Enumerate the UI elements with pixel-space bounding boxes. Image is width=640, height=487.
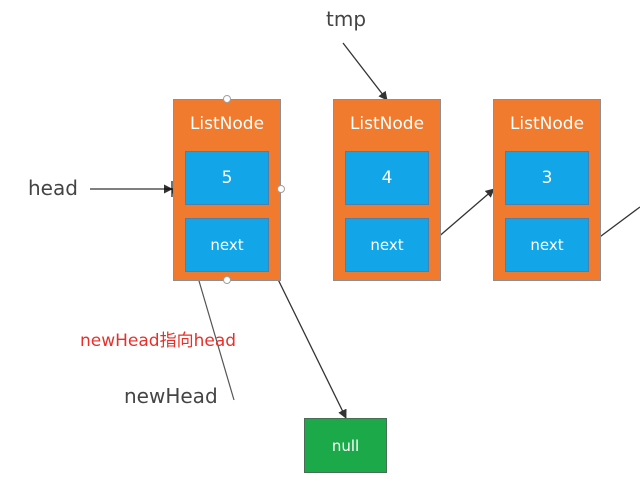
newhead-label: newHead: [124, 384, 218, 408]
list-node-5[interactable]: ListNode 5 next: [173, 99, 281, 281]
node-title: ListNode: [509, 114, 585, 134]
node-value: 3: [505, 151, 589, 205]
newhead-note: newHead指向head: [80, 331, 237, 351]
tmp-pointer-arrow: [342, 42, 388, 101]
node-value: 5: [185, 151, 269, 205]
resize-handle-right[interactable]: [277, 185, 285, 193]
resize-handle-top[interactable]: [223, 95, 231, 103]
node-title: ListNode: [189, 114, 265, 134]
node-next-field: next: [345, 218, 429, 272]
resize-handle-bottom[interactable]: [223, 276, 231, 284]
node-next-field: next: [185, 218, 269, 272]
node-value: 4: [345, 151, 429, 205]
node-5-next-to-null-arrow: [268, 260, 347, 419]
tmp-label: tmp: [326, 7, 367, 31]
list-node-4[interactable]: ListNode 4 next: [333, 99, 441, 281]
head-label: head: [28, 176, 78, 200]
null-node[interactable]: null: [304, 418, 387, 473]
list-node-3[interactable]: ListNode 3 next: [493, 99, 601, 281]
node-next-field: next: [505, 218, 589, 272]
node-title: ListNode: [349, 114, 425, 134]
